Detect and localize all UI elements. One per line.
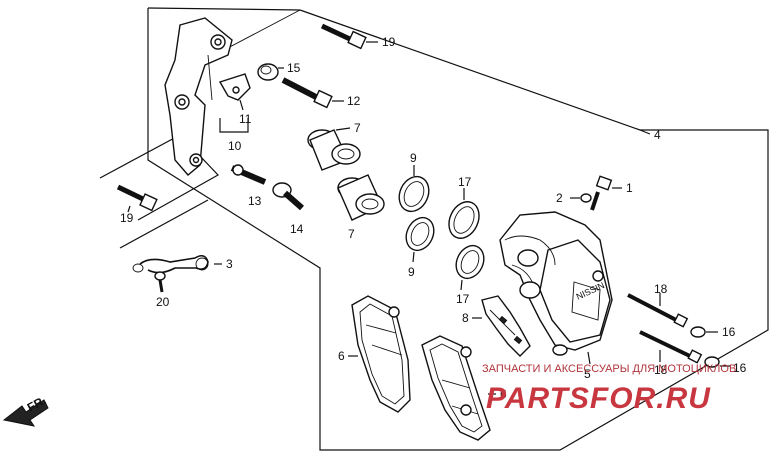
slide-pin-18-lower [639,330,703,364]
seal-17-upper [448,201,480,239]
leader-9-lower [412,251,415,263]
callout-14: 14 [290,222,304,236]
caliper-body-5: NISSIN [499,211,613,356]
callout-13: 13 [248,194,262,208]
callout-10: 10 [228,139,242,153]
callout-9-upper: 9 [410,151,417,165]
clip-11 [218,73,251,101]
boot-7-lower [337,174,385,221]
leader-4 [639,129,651,135]
watermark: ЗАПЧАСТИ И АКСЕССУАРЫ ДЛЯ МОТОЦИКЛОВ PAR… [482,363,736,415]
bleeder-valve-1 [590,175,613,211]
callout-11: 11 [239,112,252,126]
callout-17-lower: 17 [456,292,470,306]
front-direction-marker: FR. [2,393,49,427]
seal-17-lower [455,244,485,280]
callout-7-upper: 7 [354,121,361,135]
callout-1: 1 [626,181,633,195]
callout-19-top: 19 [382,35,396,49]
leader-19-bottom [127,205,131,213]
callout-9-lower: 9 [408,265,415,279]
brake-pad-6-right [421,335,491,441]
cap-16-lower [704,356,720,368]
seal-9-upper [398,175,430,213]
caliper-bracket [164,17,233,176]
callout-5: 5 [584,367,591,381]
screw-20 [154,271,166,293]
pin-13 [230,164,267,185]
callout-4: 4 [654,128,661,142]
spring-clip-3 [132,254,209,274]
callout-20: 20 [156,295,170,309]
leader-11 [239,99,244,111]
callout-18-upper: 18 [654,282,668,296]
callout-16-lower: 16 [733,361,747,375]
callout-8: 8 [462,311,469,325]
callout-6-left: 6 [338,349,345,363]
slide-pin-18-upper [627,293,689,328]
pad-spring-8 [481,295,531,357]
boot-7-upper [307,129,361,171]
watermark-brand: PARTSFOR.RU [486,382,711,415]
callout-18-lower: 18 [654,363,668,377]
leader-7-upper [335,127,351,131]
cap-16-upper [690,326,706,338]
group-bracket-10 [219,118,249,133]
callout-19-bottom: 19 [120,211,134,225]
callout-3: 3 [226,257,233,271]
callout-12: 12 [347,94,361,108]
bolt-19-bottom [116,184,158,212]
bolt-19-top [320,23,367,50]
watermark-caption: ЗАПЧАСТИ И АКСЕССУАРЫ ДЛЯ МОТОЦИКЛОВ [482,363,736,375]
bleeder-cap-2 [580,193,592,203]
seal-9-lower [405,216,435,252]
callout-2: 2 [556,191,563,205]
cap-15 [257,63,279,81]
callout-16-upper: 16 [722,325,736,339]
callout-15: 15 [287,61,301,75]
callout-6-right: 6 [500,387,507,401]
pin-bolt-12 [281,77,333,109]
brake-pad-6-left [351,295,411,413]
leader-17-lower [460,279,463,291]
callout-17-upper: 17 [458,175,472,189]
pin-14 [272,182,304,211]
leader-5 [587,351,591,365]
callout-7-lower: 7 [348,227,355,241]
